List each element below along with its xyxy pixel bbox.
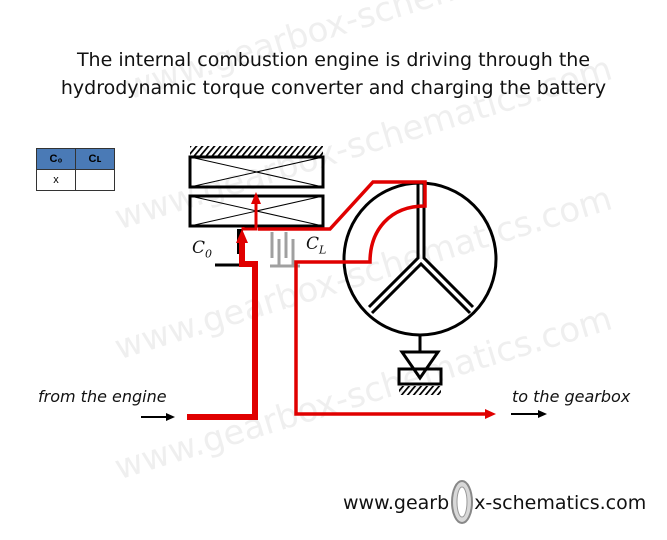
ground-hatch-top bbox=[190, 146, 323, 156]
output-arrow-icon bbox=[511, 410, 547, 418]
label-cl: CL bbox=[306, 234, 327, 257]
footer-url-left: www.gearb bbox=[343, 492, 450, 514]
label-c0: C0 bbox=[192, 238, 213, 261]
footer-url: www.gearb x-schematics.com bbox=[343, 492, 646, 514]
shift-table-header-cl: Cʟ bbox=[75, 148, 115, 170]
diagram-title: The internal combustion engine is drivin… bbox=[0, 46, 667, 102]
electric-machine-stator bbox=[188, 155, 325, 189]
clutch-cl bbox=[270, 232, 300, 268]
freewheel bbox=[397, 335, 443, 395]
title-line-1: The internal combustion engine is drivin… bbox=[76, 49, 591, 71]
bearing-logo-icon bbox=[451, 480, 473, 524]
footer-url-right: x-schematics.com bbox=[474, 492, 647, 514]
output-label: to the gearbox bbox=[512, 387, 631, 406]
input-arrow-icon bbox=[141, 413, 175, 421]
shift-table: C₀ Cʟ x bbox=[36, 148, 115, 191]
power-flow bbox=[187, 180, 496, 420]
title-line-2: hydrodynamic torque converter and chargi… bbox=[60, 77, 607, 99]
shift-table-cell-cl bbox=[75, 169, 115, 191]
input-label: from the engine bbox=[38, 387, 167, 406]
